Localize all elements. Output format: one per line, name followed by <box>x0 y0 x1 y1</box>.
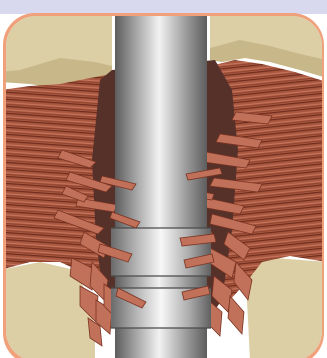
lower-rock-right <box>245 258 327 358</box>
top-band <box>0 0 327 14</box>
